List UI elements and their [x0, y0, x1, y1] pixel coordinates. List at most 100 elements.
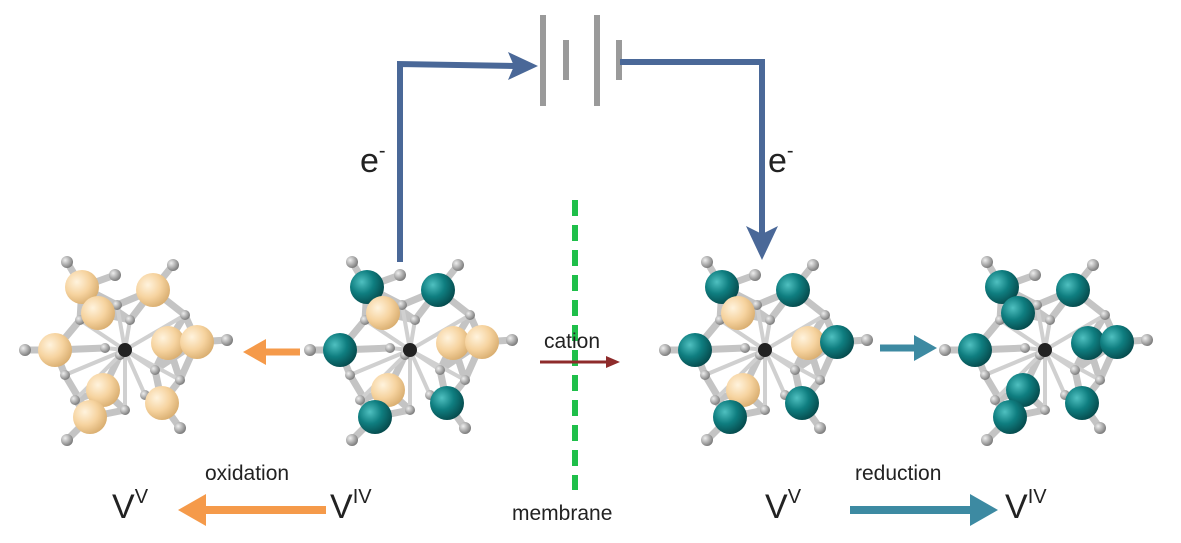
- oxygen-atom: [1032, 300, 1042, 310]
- oxygen-atom: [990, 395, 1000, 405]
- hydrogen-atom: [659, 344, 671, 356]
- oxygen-atom: [150, 365, 160, 375]
- oxidation-small-arrow: [243, 339, 300, 365]
- oxygen-atom: [120, 405, 130, 415]
- hydrogen-atom: [167, 259, 179, 271]
- hydrogen-atom: [346, 434, 358, 446]
- battery-icon: [540, 15, 622, 106]
- vanadium-iv-atom: [1071, 326, 1105, 360]
- oxygen-atom: [760, 405, 770, 415]
- hydrogen-atom: [939, 344, 951, 356]
- hydrogen-atom: [1087, 259, 1099, 271]
- oxygen-atom: [355, 395, 365, 405]
- vanadium-iv-atom: [1056, 273, 1090, 307]
- oxygen-atom: [710, 395, 720, 405]
- hydrogen-atom: [1094, 422, 1106, 434]
- hydrogen-atom: [701, 256, 713, 268]
- wire-arrow-to-molecule: [746, 226, 778, 260]
- hydrogen-atom: [304, 344, 316, 356]
- central-atom: [403, 343, 417, 357]
- cation-arrow: [540, 356, 620, 368]
- vanadium-iv-atom: [705, 270, 739, 304]
- oxygen-atom: [765, 315, 775, 325]
- hydrogen-atom: [174, 422, 186, 434]
- oxygen-atom: [175, 375, 185, 385]
- oxygen-atom: [180, 310, 190, 320]
- reduction-label: reduction: [855, 462, 942, 485]
- oxygen-atom: [112, 300, 122, 310]
- hydrogen-atom: [981, 434, 993, 446]
- oxidation-arrow: [178, 494, 326, 526]
- hydrogen-atom: [61, 434, 73, 446]
- oxygen-atom: [1045, 315, 1055, 325]
- hydrogen-atom: [61, 256, 73, 268]
- molecule-fully-reduced: [939, 256, 1153, 446]
- oxidation-product-v5: VV: [112, 486, 149, 526]
- oxygen-atom: [752, 300, 762, 310]
- vanadium-iv-atom: [323, 333, 357, 367]
- oxygen-atom: [740, 343, 750, 353]
- reduction-small-arrow: [880, 335, 937, 361]
- molecule-mixed-right: [659, 256, 873, 446]
- wire-arrow-to-battery: [508, 52, 538, 80]
- oxygen-atom: [790, 365, 800, 375]
- vanadium-iv-atom: [820, 325, 854, 359]
- hydrogen-atom: [394, 269, 406, 281]
- oxygen-atom: [405, 405, 415, 415]
- hydrogen-atom: [19, 344, 31, 356]
- vanadium-iv-atom: [985, 270, 1019, 304]
- vanadium-v-atom: [38, 333, 72, 367]
- vanadium-iv-atom: [958, 333, 992, 367]
- hydrogen-atom: [452, 259, 464, 271]
- vanadium-v-atom: [136, 273, 170, 307]
- oxygen-atom: [460, 375, 470, 385]
- oxygen-atom: [815, 375, 825, 385]
- molecule-fully-oxidized: [19, 256, 233, 446]
- vanadium-v-atom: [726, 373, 760, 407]
- hydrogen-atom: [807, 259, 819, 271]
- vanadium-v-atom: [65, 270, 99, 304]
- oxygen-atom: [820, 310, 830, 320]
- vanadium-iv-atom: [421, 273, 455, 307]
- oxygen-atom: [385, 343, 395, 353]
- oxidation-label: oxidation: [205, 462, 290, 485]
- hydrogen-atom: [814, 422, 826, 434]
- hydrogen-atom: [1141, 334, 1153, 346]
- central-atom: [118, 343, 132, 357]
- hydrogen-atom: [506, 334, 518, 346]
- vanadium-v-atom: [81, 296, 115, 330]
- reduction-arrow: [850, 494, 998, 526]
- vanadium-v-atom: [145, 386, 179, 420]
- vanadium-iv-atom: [993, 400, 1027, 434]
- hydrogen-atom: [459, 422, 471, 434]
- oxygen-atom: [1100, 310, 1110, 320]
- molecule-mixed-left: [304, 256, 518, 446]
- oxygen-atom: [410, 315, 420, 325]
- vanadium-v-atom: [86, 373, 120, 407]
- vanadium-v-atom: [151, 326, 185, 360]
- vanadium-v-atom: [366, 296, 400, 330]
- vanadium-iv-atom: [1065, 386, 1099, 420]
- oxygen-atom: [70, 395, 80, 405]
- hydrogen-atom: [701, 434, 713, 446]
- vanadium-v-atom: [371, 373, 405, 407]
- vanadium-iv-atom: [1006, 373, 1040, 407]
- vanadium-v-atom: [180, 325, 214, 359]
- oxygen-atom: [345, 370, 355, 380]
- oxygen-atom: [60, 370, 70, 380]
- vanadium-v-atom: [721, 296, 755, 330]
- vanadium-iv-atom: [350, 270, 384, 304]
- cation-label: cation: [544, 330, 601, 353]
- hydrogen-atom: [1029, 269, 1041, 281]
- oxygen-atom: [397, 300, 407, 310]
- oxygen-atom: [125, 315, 135, 325]
- oxygen-atom: [700, 370, 710, 380]
- membrane-label: membrane: [512, 502, 613, 525]
- oxidation-reactant-v4: VIV: [330, 486, 372, 526]
- electron-label-right: e-: [768, 140, 794, 180]
- oxygen-atom: [980, 370, 990, 380]
- vanadium-iv-atom: [1100, 325, 1134, 359]
- vanadium-iv-atom: [430, 386, 464, 420]
